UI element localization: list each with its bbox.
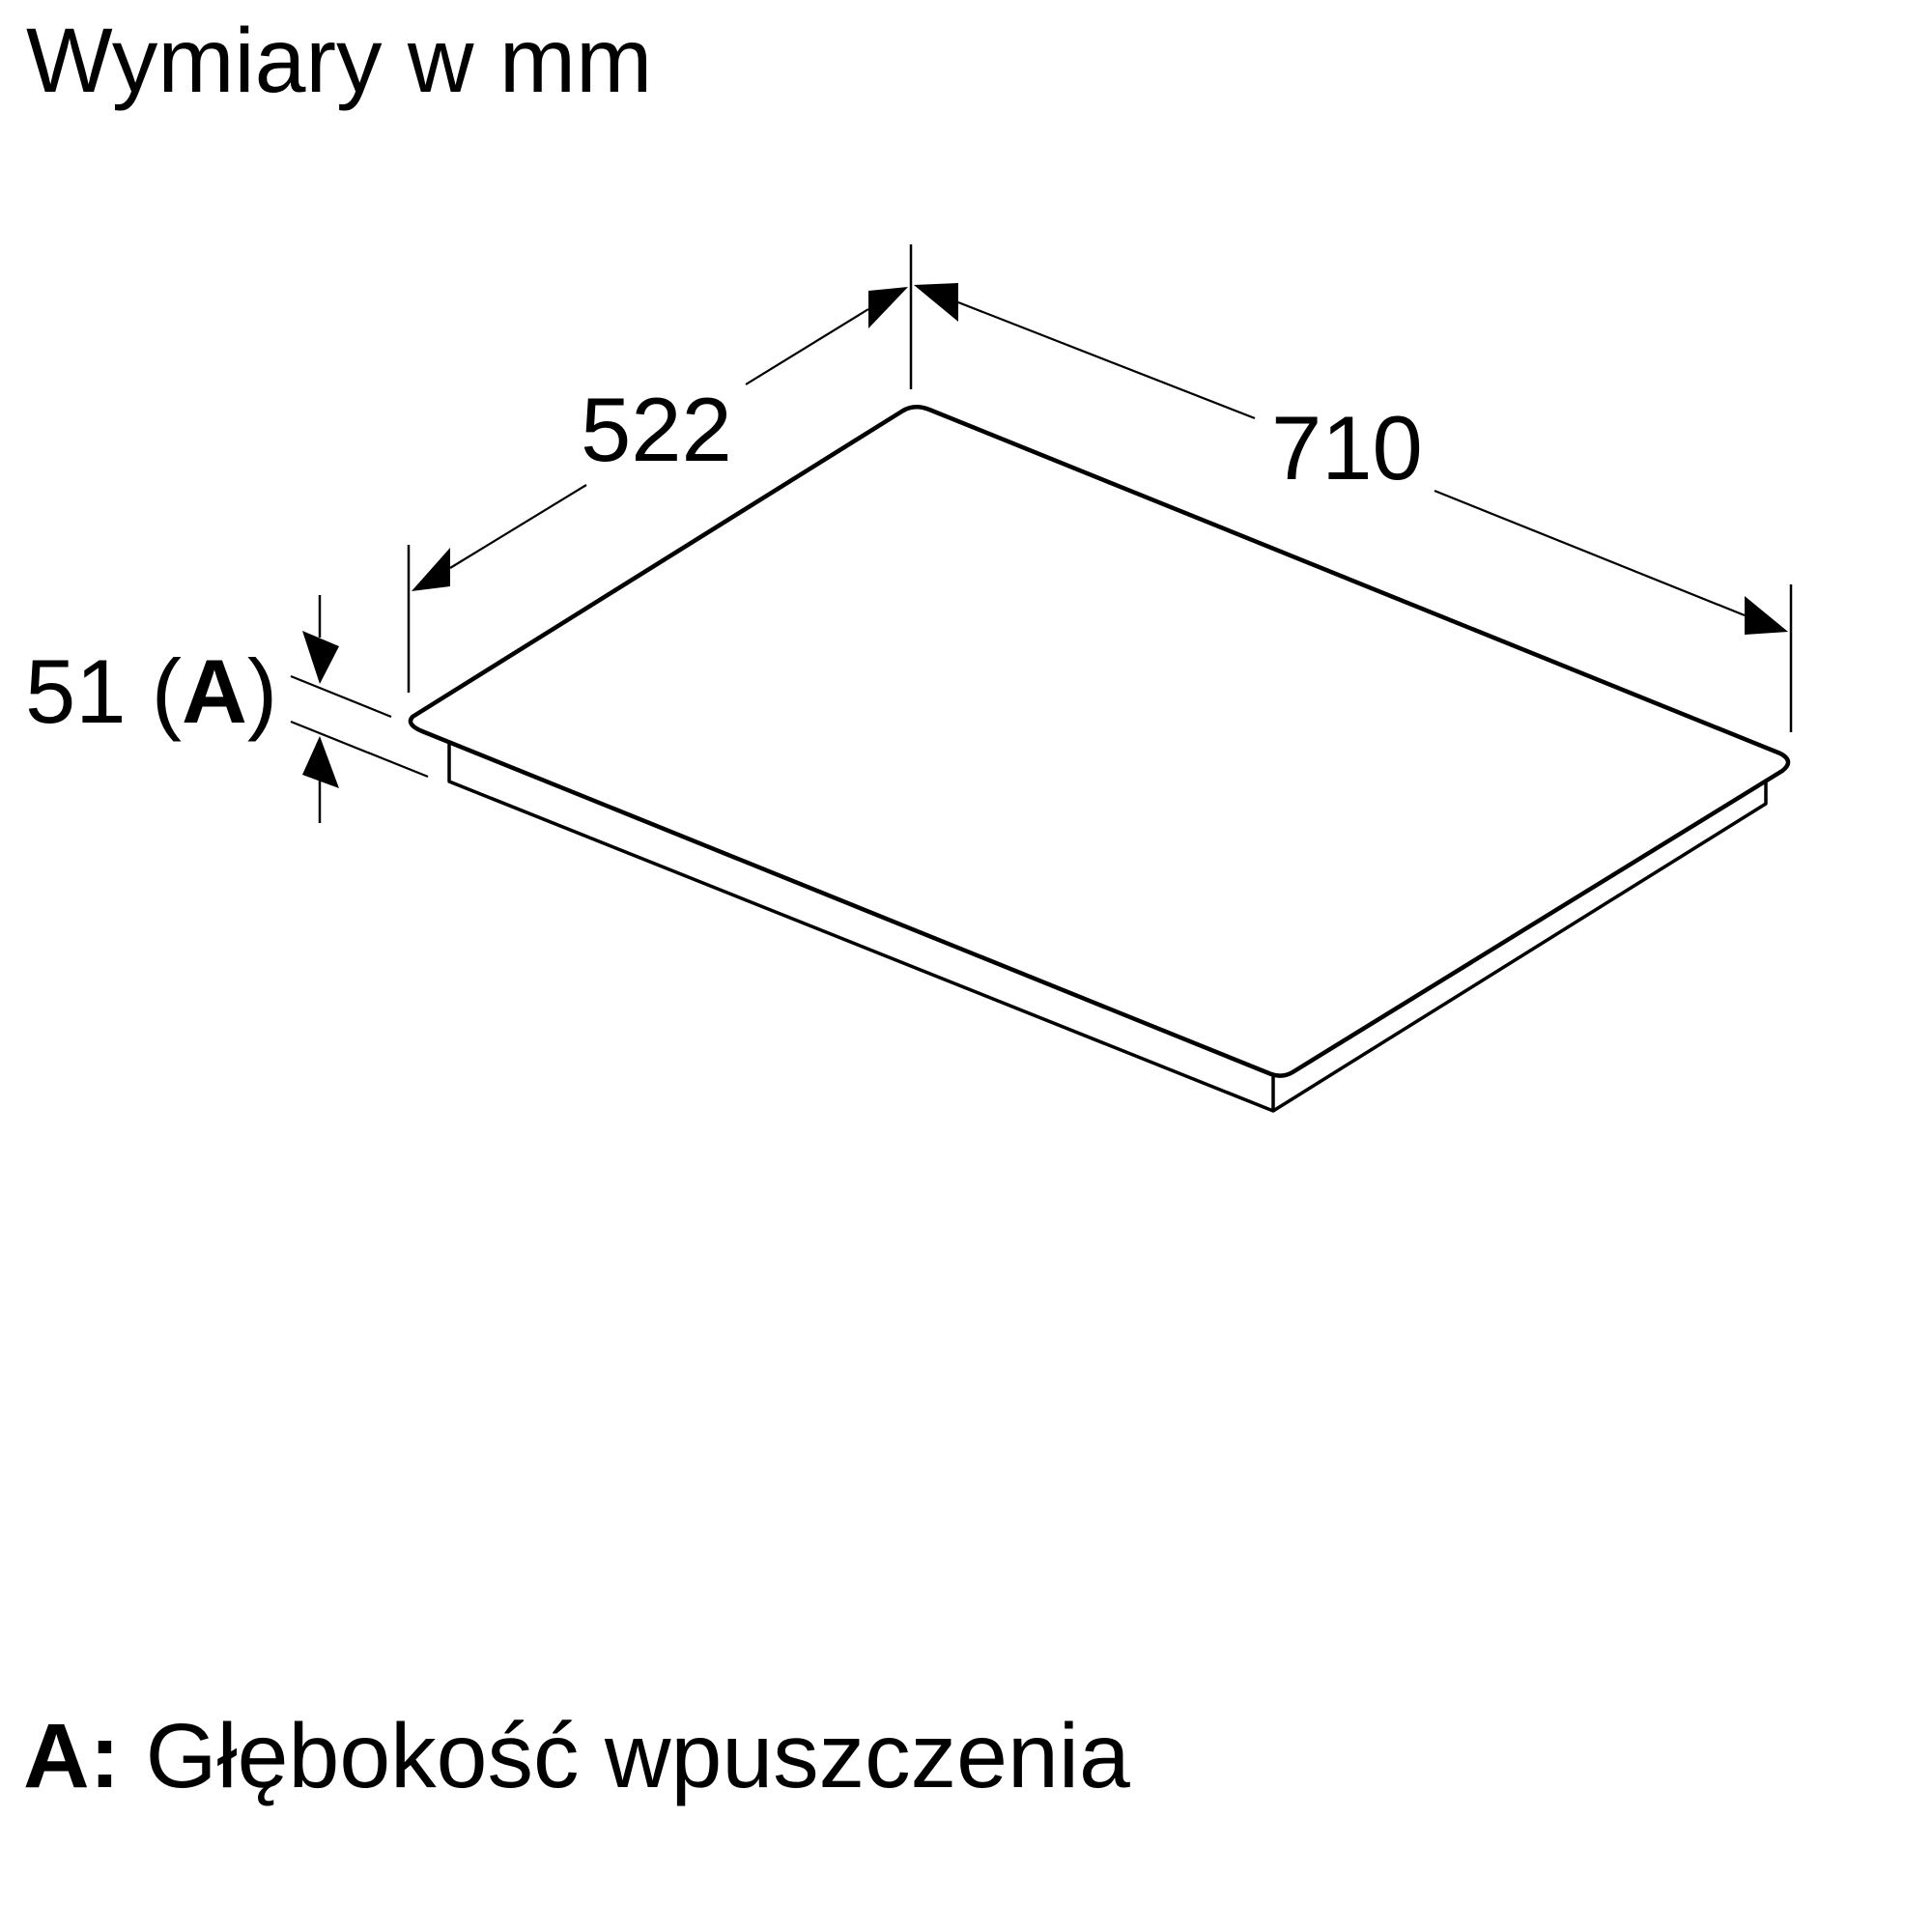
- dimension-label-522: 522: [581, 379, 732, 480]
- hob-lower-body: [447, 744, 1768, 1113]
- extension-line-51-lower: [290, 720, 429, 779]
- legend-key: A:: [23, 1705, 121, 1807]
- legend-text: Głębokość wpuszczenia: [145, 1705, 1130, 1807]
- dim-line-710-upper: [957, 300, 1256, 420]
- recess-value: 51: [25, 640, 127, 742]
- dimension-51: [290, 595, 429, 823]
- dimension-label-710: 710: [1271, 397, 1423, 498]
- arrowhead-522-right: [868, 287, 908, 328]
- dimension-710: [914, 283, 1793, 732]
- hob-top-surface: [408, 405, 1791, 1078]
- dim-line-522-lower: [449, 484, 587, 569]
- recess-ref-letter: A: [182, 640, 247, 742]
- arrowhead-522-left: [412, 548, 450, 591]
- dimension-label-51: 51 (A): [25, 646, 277, 737]
- arrowhead-51-down: [302, 631, 339, 684]
- dim-line-710-lower: [1434, 489, 1746, 617]
- arrowhead-51-up: [302, 736, 339, 788]
- arrowhead-710-left: [914, 283, 958, 322]
- legend: A: Głębokość wpuszczenia: [23, 1711, 1130, 1803]
- open-paren: (: [151, 640, 182, 742]
- page-title: Wymiary w mm: [26, 10, 653, 112]
- dimension-522: [407, 244, 913, 693]
- hob-outline: [408, 405, 1791, 1078]
- dim-line-522-upper: [745, 308, 869, 385]
- close-paren: ): [246, 640, 278, 742]
- extension-line-51-upper: [290, 674, 392, 719]
- arrowhead-710-right: [1745, 596, 1788, 635]
